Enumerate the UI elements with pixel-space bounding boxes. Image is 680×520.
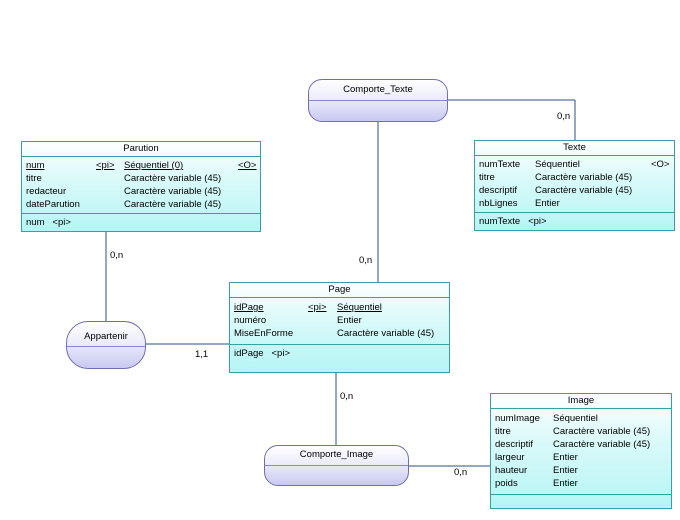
attribute-name: largeur — [495, 452, 525, 463]
attribute-name: numTexte — [479, 159, 521, 170]
attribute-type: Caractère variable (45) — [553, 426, 651, 437]
entity-texte-attributes: numTexte Séquentiel <O> titre Caractère … — [475, 156, 674, 213]
attribute-row: numImage Séquentiel — [495, 412, 671, 425]
attribute-name: titre — [26, 173, 42, 184]
attribute-type: Séquentiel (0) — [124, 160, 184, 171]
association-comporte-texte-label: Comporte_Texte — [343, 84, 413, 95]
entity-parution-identifiers: num <pi> — [22, 214, 260, 229]
attribute-name: num — [26, 160, 45, 171]
association-divider — [67, 346, 145, 347]
entity-texte-identifiers: numTexte <pi> — [475, 213, 674, 228]
attribute-type: Caractère variable (45) — [553, 439, 651, 450]
association-appartenir-label: Appartenir — [84, 331, 128, 342]
cardinality-page-appartenir: 1,1 — [195, 349, 209, 360]
attribute-row: num <pi> Séquentiel (0) <O> — [26, 159, 260, 172]
entity-page-identifiers: idPage <pi> — [230, 345, 449, 360]
entity-page[interactable]: Page idPage <pi> Séquentiel numéro Entie… — [229, 282, 450, 373]
attribute-type: Caractère variable (45) — [535, 172, 633, 183]
cardinality-image: 0,n — [454, 467, 468, 478]
cardinality-page-image: 0,n — [340, 391, 354, 402]
attribute-row: titre Caractère variable (45) — [495, 425, 671, 438]
attribute-row: titre Caractère variable (45) — [479, 171, 674, 184]
attribute-row: descriptif Caractère variable (45) — [495, 438, 671, 451]
attribute-row: descriptif Caractère variable (45) — [479, 184, 674, 197]
attribute-type: Entier — [535, 198, 560, 209]
association-comporte-image[interactable]: Comporte_Image — [264, 445, 409, 486]
attribute-mandatory: <O> — [651, 159, 670, 170]
attribute-type: Entier — [553, 465, 578, 476]
attribute-type: Entier — [553, 452, 578, 463]
attribute-row: dateParution Caractère variable (45) — [26, 198, 260, 211]
association-divider — [309, 100, 447, 101]
attribute-row: numTexte Séquentiel <O> — [479, 158, 674, 171]
attribute-name: titre — [495, 426, 511, 437]
association-appartenir[interactable]: Appartenir — [66, 321, 146, 369]
entity-image[interactable]: Image numImage Séquentiel titre Caractèr… — [490, 393, 672, 509]
identifier-row: numTexte <pi> — [479, 216, 547, 227]
entity-parution[interactable]: Parution num <pi> Séquentiel (0) <O> tit… — [21, 141, 261, 232]
attribute-type: Séquentiel — [337, 302, 382, 313]
cardinality-parution: 0,n — [110, 250, 124, 261]
association-divider — [265, 465, 408, 466]
attribute-row: idPage <pi> Séquentiel — [234, 301, 449, 314]
entity-parution-title: Parution — [22, 142, 260, 157]
cardinality-texte: 0,n — [557, 111, 571, 122]
entity-page-title: Page — [230, 283, 449, 298]
attribute-row: numéro Entier — [234, 314, 449, 327]
identifier-row: idPage <pi> — [234, 348, 290, 359]
attribute-row: hauteur Entier — [495, 464, 671, 477]
attribute-name: hauteur — [495, 465, 528, 476]
association-comporte-image-label: Comporte_Image — [299, 449, 374, 460]
attribute-row: MiseEnForme Caractère variable (45) — [234, 327, 449, 340]
entity-page-attributes: idPage <pi> Séquentiel numéro Entier Mis… — [230, 298, 449, 345]
attribute-type: Entier — [553, 478, 578, 489]
attribute-name: dateParution — [26, 199, 80, 210]
entity-parution-attributes: num <pi> Séquentiel (0) <O> titre Caract… — [22, 157, 260, 214]
attribute-name: descriptif — [479, 185, 518, 196]
attribute-row: nbLignes Entier — [479, 197, 674, 210]
entity-texte-title: Texte — [475, 141, 674, 156]
attribute-name: nbLignes — [479, 198, 518, 209]
attribute-type: Entier — [337, 315, 362, 326]
attribute-name: redacteur — [26, 186, 67, 197]
entity-image-identifiers — [491, 495, 671, 510]
attribute-name: MiseEnForme — [234, 328, 294, 339]
attribute-name: poids — [495, 478, 518, 489]
attribute-type: Caractère variable (45) — [124, 173, 222, 184]
attribute-name: numéro — [234, 315, 267, 326]
attribute-type: Séquentiel — [553, 413, 598, 424]
attribute-name: numImage — [495, 413, 540, 424]
attribute-mandatory: <O> — [238, 160, 257, 171]
attribute-name: descriptif — [495, 439, 534, 450]
entity-image-title: Image — [491, 394, 671, 409]
attribute-row: poids Entier — [495, 477, 671, 490]
attribute-row: redacteur Caractère variable (45) — [26, 185, 260, 198]
attribute-type: Caractère variable (45) — [124, 199, 222, 210]
attribute-name: idPage — [234, 302, 264, 313]
cardinality-page-texte: 0,n — [359, 255, 373, 266]
attribute-type: Caractère variable (45) — [124, 186, 222, 197]
association-comporte-texte[interactable]: Comporte_Texte — [308, 79, 448, 122]
attribute-key: <pi> — [96, 160, 115, 171]
attribute-type: Caractère variable (45) — [535, 185, 633, 196]
attribute-type: Séquentiel — [535, 159, 580, 170]
entity-texte[interactable]: Texte numTexte Séquentiel <O> titre Cara… — [474, 140, 675, 231]
attribute-row: titre Caractère variable (45) — [26, 172, 260, 185]
identifier-row — [495, 497, 671, 510]
attribute-key: <pi> — [308, 302, 327, 313]
attribute-type: Caractère variable (45) — [337, 328, 435, 339]
attribute-name: titre — [479, 172, 495, 183]
entity-image-attributes: numImage Séquentiel titre Caractère vari… — [491, 409, 671, 495]
identifier-row: num <pi> — [26, 217, 71, 228]
attribute-row: largeur Entier — [495, 451, 671, 464]
